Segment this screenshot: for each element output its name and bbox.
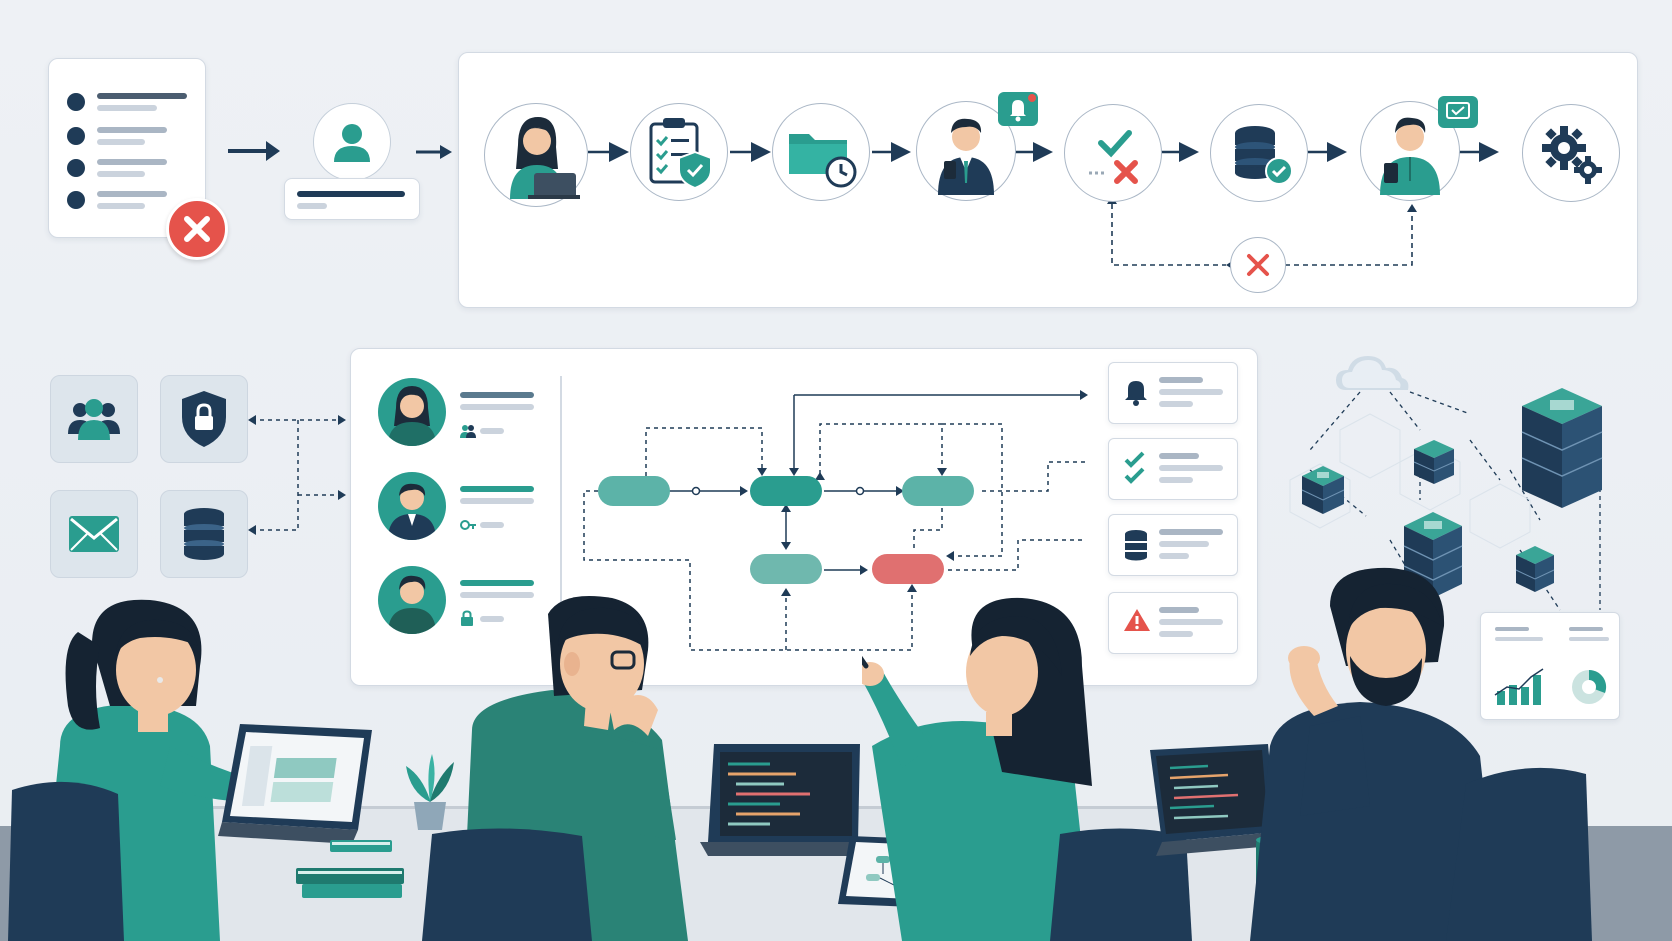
flow-node-review: [750, 476, 822, 506]
office-chair: [8, 781, 124, 941]
man-tablet-avatar-icon: [1380, 117, 1440, 195]
security-lock-icon: [182, 391, 226, 447]
check-and-x-decision-icon: [1089, 130, 1138, 184]
role-avatar-man-suit: [378, 472, 446, 540]
notification-card-checklist: [1108, 438, 1238, 500]
office-chair: [422, 828, 592, 941]
server-stack-icon: [1514, 544, 1556, 594]
role-avatar-man: [378, 566, 446, 634]
bullet-icon: [67, 93, 85, 111]
pipeline-step-man-phone: [916, 101, 1016, 201]
flow-node-start: [598, 476, 670, 506]
bell-icon: [1125, 381, 1147, 406]
reject-node: [1230, 237, 1286, 293]
bullet-icon: [67, 159, 85, 177]
pipeline-step-folder: [772, 103, 870, 201]
user-profile-icon: [313, 103, 391, 181]
pipeline-connectors: [588, 142, 1499, 270]
service-tile-team: [50, 375, 138, 463]
pipeline-step-decision: [1064, 104, 1162, 202]
warning-icon: [1124, 609, 1150, 631]
tile-connectors: [248, 415, 346, 535]
database-icon: [184, 508, 224, 560]
team-users-icon: [68, 399, 120, 440]
group-icon: [460, 425, 476, 438]
email-envelope-icon: [69, 516, 119, 552]
notification-card-bell: [1108, 362, 1238, 424]
server-stack-icon: [1520, 386, 1604, 510]
service-tile-database: [160, 490, 248, 578]
message-check-icon: [1438, 96, 1478, 128]
flow-diagram: [583, 390, 1088, 651]
team-member-woman-pointing: [862, 597, 1092, 941]
potted-plant: [406, 754, 454, 830]
notification-card-warning: [1108, 592, 1238, 654]
laptop-dashboard: [218, 724, 372, 844]
pipeline-step-gears: [1522, 104, 1620, 202]
pipeline-step-woman-laptop: [484, 103, 588, 207]
database-icon: [1125, 530, 1147, 561]
pipeline-step-database: [1210, 104, 1308, 202]
server-stack-icon: [1412, 438, 1456, 486]
report-chart-icon: [1494, 668, 1607, 705]
notification-card-database: [1108, 514, 1238, 576]
arrow-icon: [228, 141, 280, 161]
man-phone-avatar-icon: [938, 118, 994, 195]
database-check-icon: [1235, 126, 1293, 185]
laptop-code-right: [1150, 744, 1276, 856]
book-stack: [296, 840, 404, 898]
folder-clock-icon: [789, 134, 857, 188]
gears-icon: [1542, 126, 1602, 184]
key-icon: [460, 520, 476, 530]
office-chair: [1446, 767, 1592, 941]
pipeline-step-clipboard: [630, 103, 728, 201]
checklist-icon: [1124, 451, 1145, 484]
profile-name-card: [284, 178, 420, 220]
arrow-icon: [416, 145, 452, 159]
report-chart-card: [1480, 612, 1620, 720]
pipeline-step-man-tablet: [1360, 101, 1460, 201]
reject-x-icon: [1247, 254, 1269, 276]
flow-node-process: [750, 554, 822, 584]
service-tile-security: [160, 375, 248, 463]
server-stack-icon: [1300, 464, 1346, 516]
woman-laptop-avatar-icon: [510, 117, 580, 199]
bullet-icon: [67, 127, 85, 145]
flow-node-error: [872, 554, 944, 584]
bullet-icon: [67, 191, 85, 209]
list-card: [48, 58, 206, 238]
service-tile-email: [50, 490, 138, 578]
clipboard-shield-icon: [649, 118, 712, 190]
cloud-icon: [1336, 356, 1409, 390]
lock-icon: [461, 610, 473, 626]
bell-notification-icon: [998, 92, 1038, 126]
office-chair: [1050, 828, 1192, 941]
flow-node-approve: [902, 476, 974, 506]
error-x-icon: [166, 198, 228, 260]
role-avatar-woman: [378, 378, 446, 446]
laptop-code: [700, 744, 870, 856]
panel-divider: [560, 376, 562, 666]
team-member-bearded-man: [1250, 567, 1500, 941]
